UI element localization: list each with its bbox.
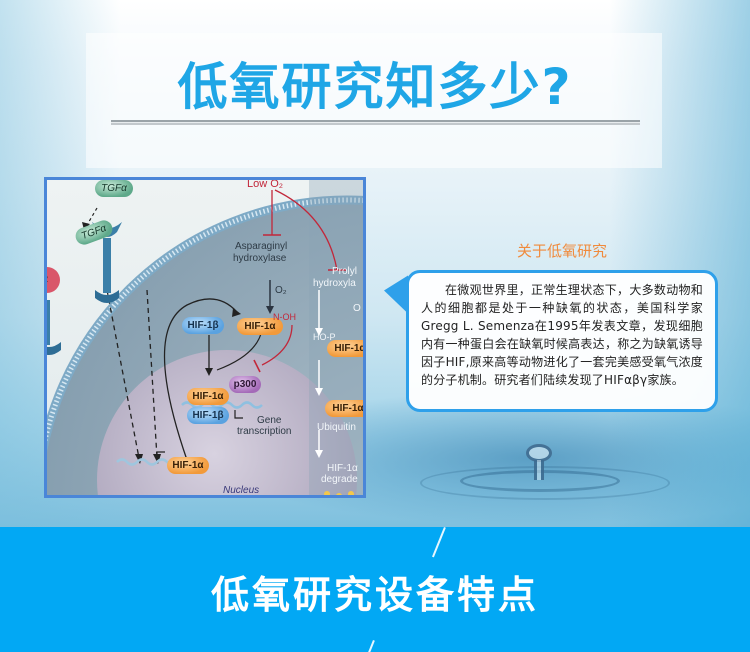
hif1-alpha-cytoplasm: HIF-1α xyxy=(237,318,283,335)
asparaginyl-label: Asparaginyl xyxy=(235,241,288,252)
hif1-alpha-ubiquitinated: HIF-1α xyxy=(325,400,363,417)
prolyl-hydroxylase-label: hydroxyla xyxy=(313,278,356,289)
page-title: 低氧研究知多少? xyxy=(177,58,573,116)
hif-pathway-diagram: TGFα TGFα 2 Low O₂ Asparaginyl hydroxyla… xyxy=(44,177,366,498)
tgf-alpha-ligand: TGFα xyxy=(95,180,133,197)
o2-label: O₂ xyxy=(275,285,287,296)
about-body: 在微观世界里，正常生理状态下，大多数动物和人的细胞都是处于一种缺氧的状态，美国科… xyxy=(421,283,703,387)
gene-label: Gene xyxy=(257,415,282,426)
transcription-label: transcription xyxy=(237,426,292,437)
low-o2-label: Low O₂ xyxy=(247,178,284,190)
hif1-alpha-degraded-label: HIF-1α xyxy=(327,463,358,474)
bubble-pointer xyxy=(384,275,408,319)
ho-p-label: HO-P xyxy=(313,332,336,342)
about-heading: 关于低氧研究 xyxy=(516,242,607,260)
water-drop-stem xyxy=(534,460,544,480)
hif1-alpha-hydroxylated: HIF-1α xyxy=(327,340,363,357)
o-right-label: O xyxy=(353,303,361,314)
about-bubble: 在微观世界里，正常生理状态下，大多数动物和人的细胞都是处于一种缺氧的状态，美国科… xyxy=(406,270,718,412)
hif1-beta-cytoplasm: HIF-1β xyxy=(182,317,224,334)
cell-illustration xyxy=(47,180,363,495)
receptor-left-label: 2 xyxy=(47,274,48,285)
features-banner xyxy=(0,527,750,652)
water-ripple-outer xyxy=(420,466,670,500)
n-oh-label: N-OH xyxy=(273,312,296,322)
title-panel xyxy=(86,33,662,168)
nucleus-label: Nucleus xyxy=(223,485,260,496)
p300-protein: p300 xyxy=(229,376,261,393)
prolyl-label: Prolyl xyxy=(332,266,358,277)
title-divider xyxy=(111,120,640,125)
ubiquitin-label: Ubiquitin xyxy=(317,422,356,433)
hydroxylase-label: hydroxylase xyxy=(233,253,287,264)
degraded-label: degrade xyxy=(321,474,358,485)
hif1-alpha-nucleus: HIF-1α xyxy=(187,388,229,405)
hif1-beta-nucleus: HIF-1β xyxy=(187,407,229,424)
hif1-alpha-dna: HIF-1α xyxy=(167,457,209,474)
section-title: 低氧研究设备特点 xyxy=(210,573,539,617)
